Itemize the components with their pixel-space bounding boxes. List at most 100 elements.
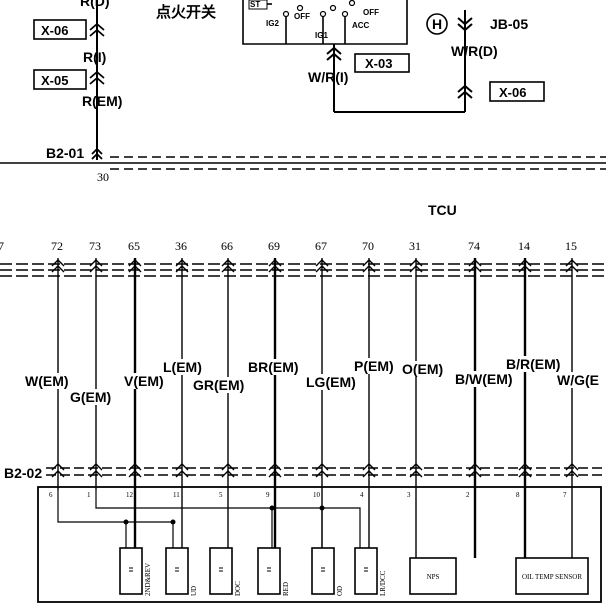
- right-feed-wire: [457, 10, 473, 112]
- connector-chevron: [468, 259, 482, 267]
- b202-pin-7: 7: [563, 491, 567, 499]
- wire-label-gap: [472, 371, 478, 387]
- b202-pin-11: 11: [173, 491, 180, 499]
- b202-chevron: [362, 463, 376, 471]
- b202-pin-5: 5: [219, 491, 223, 499]
- tcu-connector-chevrons: [51, 259, 579, 273]
- svg-text:X-05: X-05: [41, 73, 68, 88]
- tag-x06-left: X-06: [33, 19, 87, 40]
- tcu-title: TCU: [428, 202, 457, 218]
- b202-chevron: [128, 463, 142, 471]
- svg-text:X-03: X-03: [365, 56, 392, 71]
- wire-label-gap: [319, 374, 325, 390]
- solenoid-lr-dcc: LR/DCC: [354, 547, 387, 596]
- solenoid-label: 2ND&REV: [144, 563, 152, 596]
- tcu-wire-label: P(EM): [354, 358, 394, 374]
- b202-pin-3: 3: [407, 491, 411, 499]
- solenoid-red: RED: [257, 547, 290, 596]
- connector-chevron: [268, 259, 282, 267]
- switch-st-box: [248, 0, 268, 10]
- connector-chevron: [268, 265, 282, 273]
- left-wire-label-ri: R(I): [83, 49, 106, 65]
- b202-chevrons: [51, 463, 579, 478]
- wire-label-gap: [93, 389, 99, 405]
- b202-chevron: [128, 470, 142, 478]
- b202-chevron: [468, 470, 482, 478]
- tcu-wire-label: B/W(EM): [455, 371, 513, 387]
- connector-chevron: [51, 265, 65, 273]
- solenoid-label: UD: [190, 586, 198, 596]
- left-wire-label-rd: R(D): [80, 0, 110, 9]
- b202-pin-10: 10: [313, 491, 321, 499]
- sensor-oil-temp-sensor: OIL TEMP SENSOR: [515, 557, 589, 595]
- connector-chevron: [89, 265, 103, 273]
- tcu-wire-label: LG(EM): [306, 374, 356, 390]
- sensor-group: NPS OIL TEMP SENSOR: [409, 557, 589, 595]
- b202-chevron: [175, 470, 189, 478]
- tag-x03: X-03: [354, 53, 410, 73]
- tcu-wire-label: V(EM): [124, 373, 164, 389]
- sensor-label: NPS: [427, 573, 440, 581]
- tcu-pin-73: 73: [89, 239, 101, 253]
- connector-chevron: [221, 259, 235, 267]
- connector-chevron: [128, 265, 142, 273]
- connector-chevron: [128, 259, 142, 267]
- b202-chevron: [89, 463, 103, 471]
- connector-chevron: [409, 265, 423, 273]
- connector-chevron: [518, 259, 532, 267]
- b202-chevron: [89, 470, 103, 478]
- b201-bus: [0, 156, 606, 170]
- ignition-switch-title: 点火开关: [156, 3, 216, 21]
- ignition-switch-contacts: [282, 0, 356, 18]
- tcu-pin-15: 15: [565, 239, 577, 253]
- b202-chevron: [315, 470, 329, 478]
- mid-wire-label: W/R(I): [308, 69, 348, 85]
- connector-chevron: [315, 265, 329, 273]
- b202-chevron: [565, 463, 579, 471]
- wire-label-gap: [522, 356, 528, 372]
- b202-chevron: [221, 470, 235, 478]
- svg-text:H: H: [432, 16, 442, 32]
- tcu-wires: [55, 258, 575, 558]
- jb05-label: JB-05: [490, 16, 528, 32]
- b202-chevron: [51, 470, 65, 478]
- b202-chevron: [221, 463, 235, 471]
- left-wire-label-rem: R(EM): [82, 93, 122, 109]
- b202-pin-12: 12: [126, 491, 134, 499]
- b201-pin: 30: [97, 170, 109, 184]
- wire-label-gap: [366, 358, 372, 374]
- solenoid-label: OD: [336, 586, 344, 596]
- svg-text:X-06: X-06: [41, 23, 68, 38]
- solenoid-label: LR/DCC: [379, 570, 387, 596]
- wire-label-gap: [179, 359, 185, 375]
- tcu-pin-36: 36: [175, 239, 187, 253]
- tcu-pin-69: 69: [268, 239, 280, 253]
- wire-label-gap: [55, 373, 61, 389]
- switch-label-acc: ACC: [352, 21, 370, 30]
- connector-chevron: [315, 259, 329, 267]
- solenoid-group: 2ND&REV UD DOC RED OD LR/DCC: [119, 547, 387, 596]
- sensor-nps: NPS: [409, 557, 457, 595]
- b202-chevron: [175, 463, 189, 471]
- b202-chevron: [518, 463, 532, 471]
- connector-chevron: [175, 265, 189, 273]
- tcu-harness-bus: [0, 263, 606, 277]
- b202-chevron: [468, 463, 482, 471]
- connector-chevron: [362, 259, 376, 267]
- solenoid-label: DOC: [234, 581, 242, 596]
- connector-chevron: [468, 265, 482, 273]
- solenoid-ud: UD: [165, 547, 198, 596]
- tcu-wire-label: BR(EM): [248, 359, 299, 375]
- connector-chevron: [362, 265, 376, 273]
- valve-junction-dots: [123, 505, 325, 525]
- tcu-left-edge-pin: 7: [0, 239, 4, 253]
- tcu-wire-label: GR(EM): [193, 377, 244, 393]
- solenoid-od: OD: [311, 547, 344, 596]
- b202-pin-9: 9: [266, 491, 270, 499]
- wire-label-gap: [569, 372, 575, 388]
- left-connector-chevrons: [89, 22, 105, 160]
- mid-feed-wire: [326, 44, 342, 112]
